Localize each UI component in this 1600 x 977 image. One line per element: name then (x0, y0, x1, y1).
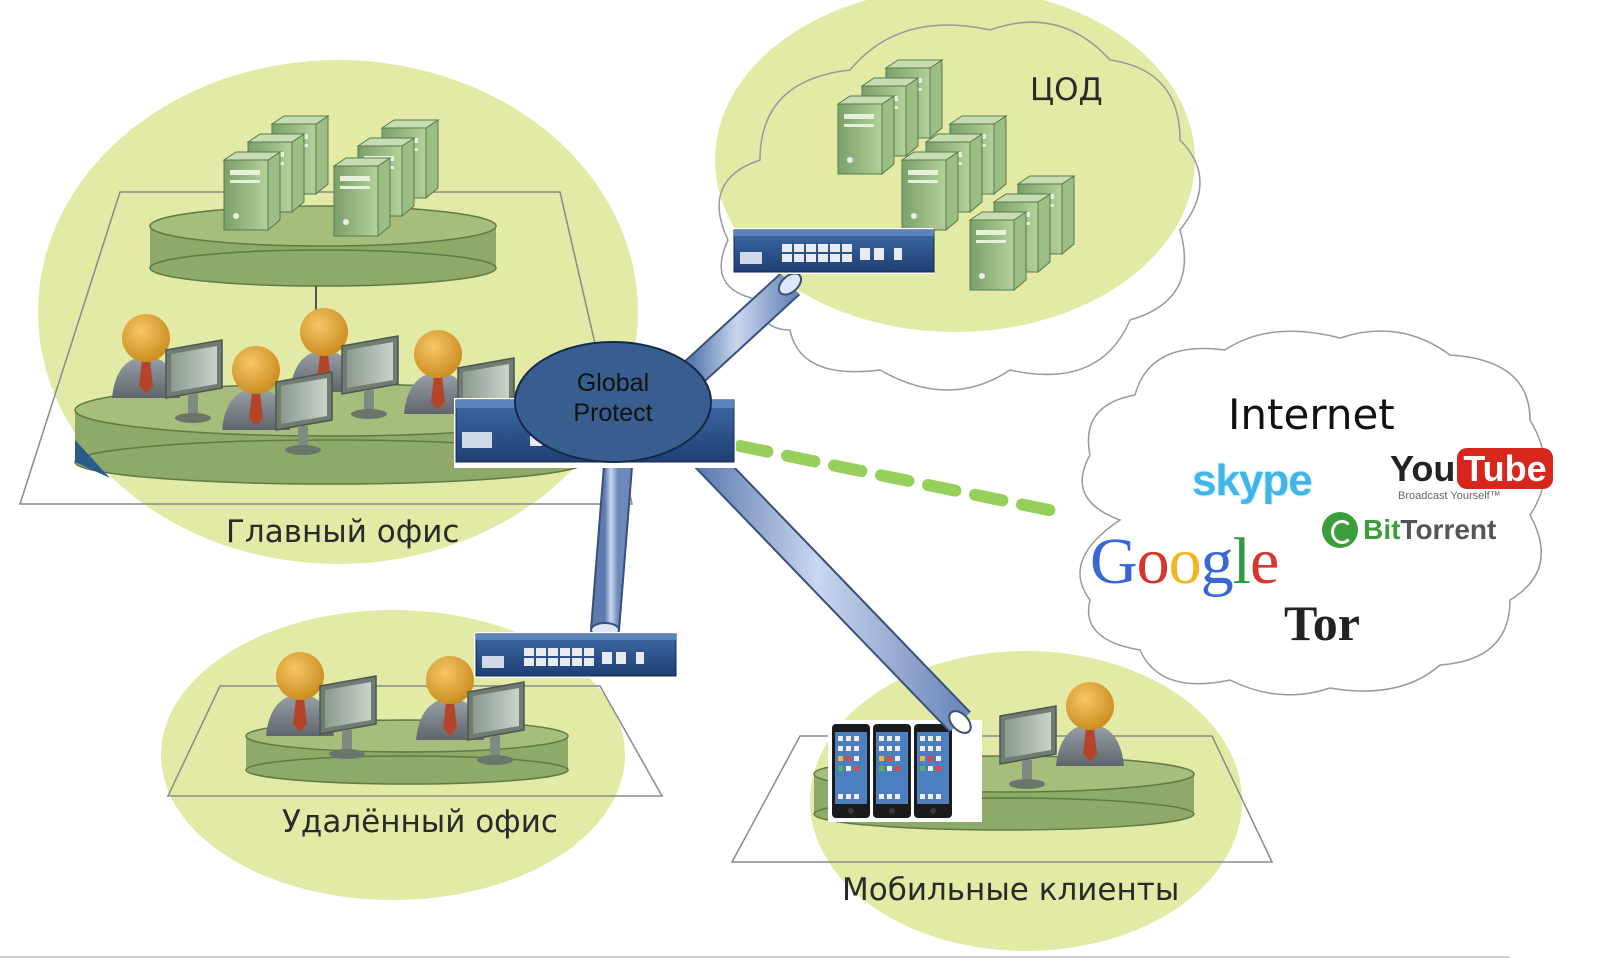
skype-logo: skype (1192, 456, 1313, 505)
bittorrent-logo: BitTorrent (1322, 512, 1496, 548)
internet-link (734, 440, 1074, 520)
youtube-tube-text: Tube (1457, 448, 1553, 489)
main-office-label: Главный офис (226, 514, 460, 550)
mobile-clients-label: Мобильные клиенты (842, 872, 1180, 908)
bittorrent-torrent-text: Torrent (1400, 514, 1497, 545)
google-letter: e (1250, 525, 1279, 598)
bittorrent-icon (1322, 512, 1358, 548)
main-office-plane (18, 191, 633, 505)
internet-label: Internet (1228, 390, 1395, 439)
datacenter-label: ЦОД (1030, 72, 1103, 108)
global-protect-label: Global Protect (535, 368, 691, 428)
youtube-tagline: Broadcast Yourself™ (1398, 490, 1501, 502)
tunnel-to-mobile-clients (689, 441, 972, 734)
datacenter-firewall (732, 228, 935, 274)
main-office-zone (38, 60, 638, 564)
tor-logo: Tor (1284, 595, 1360, 651)
google-logo: Google (1090, 524, 1279, 600)
tablets (828, 720, 982, 822)
bittorrent-bit-text: Bit (1363, 514, 1401, 545)
remote-office-plane (166, 685, 664, 797)
tunnel-to-datacenter (683, 272, 803, 384)
internet-cloud (1079, 330, 1546, 696)
youtube-you-text: You (1390, 448, 1456, 489)
tunnel-to-remote-office (590, 464, 633, 638)
remote-office-firewall (474, 632, 677, 678)
global-protect-line1: Global (576, 369, 650, 397)
google-letter: l (1232, 525, 1251, 598)
global-protect-node (514, 341, 712, 463)
remote-office-label: Удалённый офис (282, 804, 558, 840)
mobile-clients-plane (730, 735, 1274, 863)
google-letter: G (1090, 525, 1138, 598)
google-letter: g (1200, 525, 1234, 598)
google-letter: o (1168, 525, 1202, 598)
global-protect-line2: Protect (573, 399, 653, 427)
google-letter: o (1136, 525, 1170, 598)
